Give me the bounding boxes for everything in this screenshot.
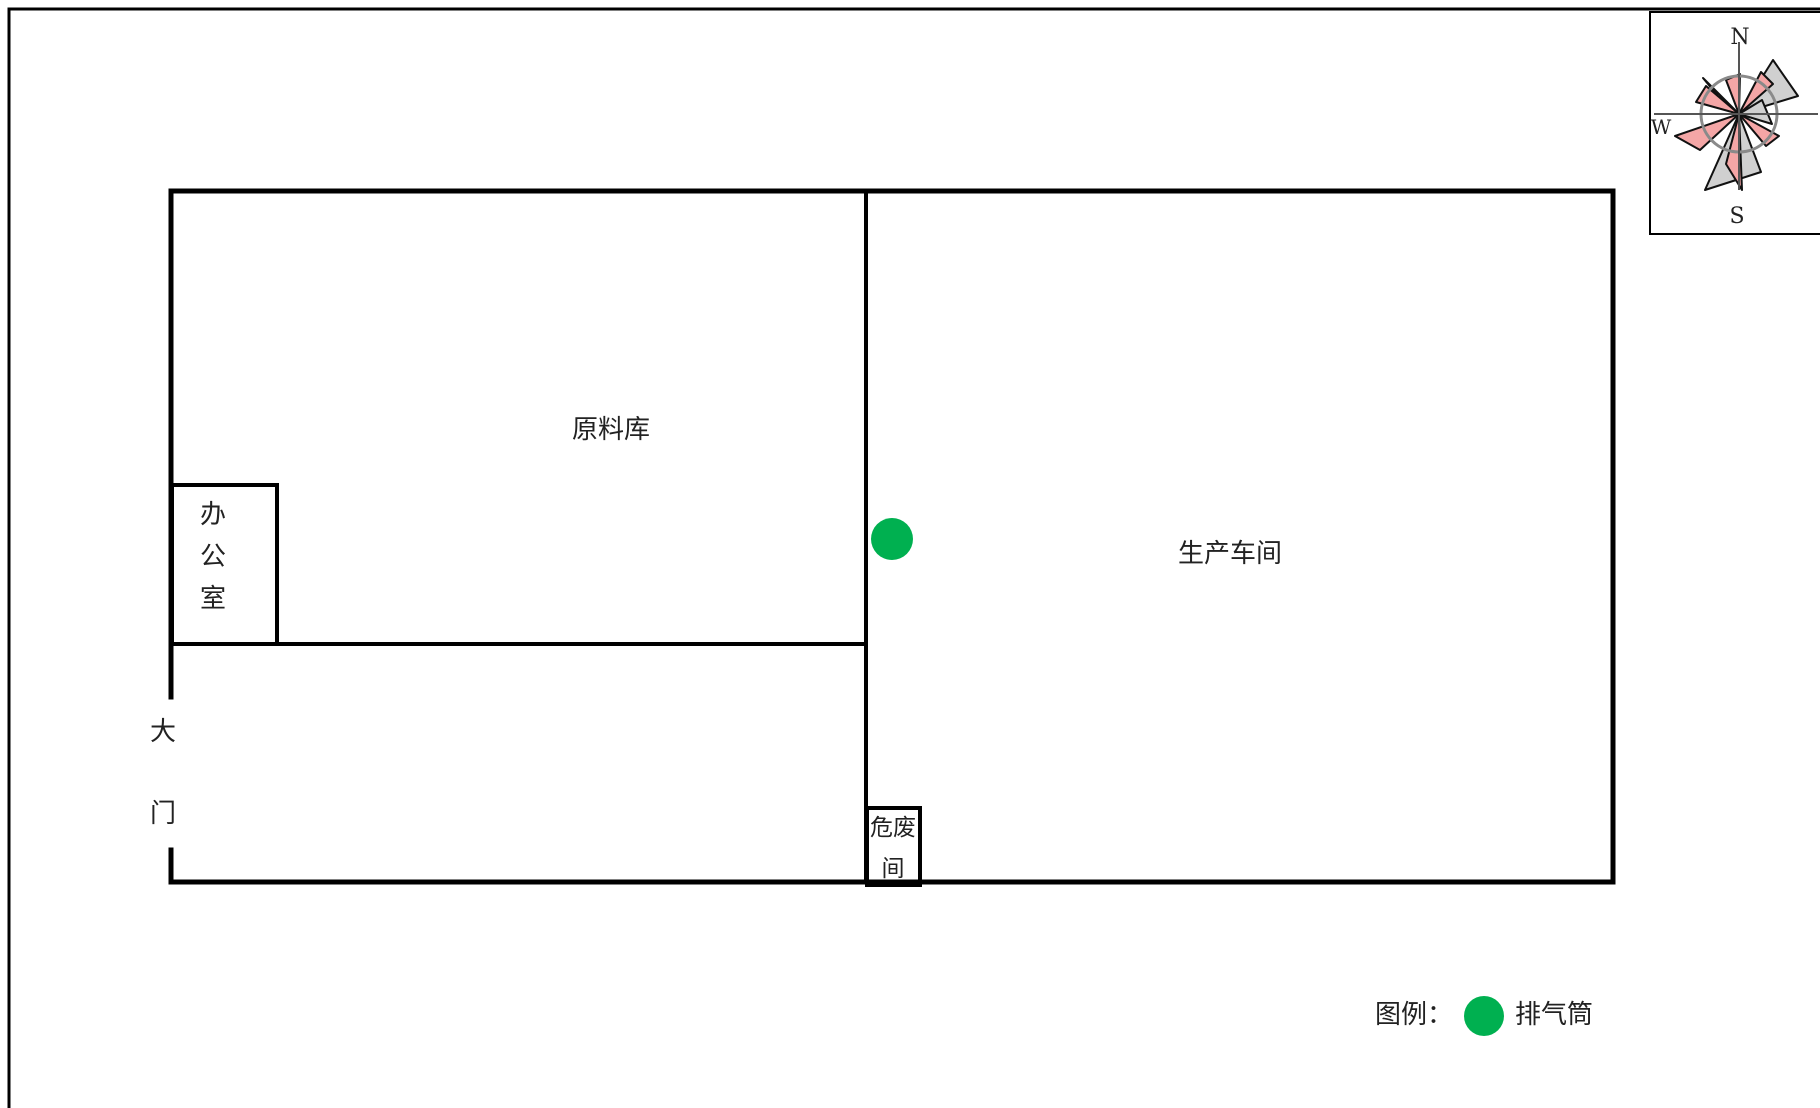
gate-label-char: 门 bbox=[150, 799, 176, 829]
wind-rose-petals bbox=[1674, 59, 1799, 191]
sheet-border bbox=[7, 7, 1820, 1108]
raw-material-store-label: 原料库 bbox=[572, 415, 650, 445]
office-room bbox=[170, 483, 279, 646]
compass-frame bbox=[1649, 11, 1820, 235]
outer-wall bbox=[168, 188, 1616, 885]
wind-rose-icon: N W S bbox=[1649, 11, 1820, 235]
hazardous-waste-label-line: 危废 bbox=[870, 815, 916, 841]
compass-west-label: W bbox=[1651, 115, 1672, 139]
gate-label-char: 大 bbox=[150, 717, 176, 747]
production-workshop-label: 生产车间 bbox=[1178, 539, 1282, 569]
office-label: 办 公 室 bbox=[200, 500, 226, 614]
gate-label: 大 门 bbox=[150, 717, 176, 829]
legend-title: 图例： bbox=[1375, 1000, 1453, 1030]
legend: 图例： 排气筒 bbox=[1375, 996, 1593, 1036]
exhaust-stack-marker bbox=[871, 518, 913, 560]
wind-rose-petal bbox=[1738, 71, 1774, 115]
compass-south-label: S bbox=[1729, 204, 1744, 229]
legend-exhaust-stack-icon bbox=[1464, 996, 1504, 1036]
building-walls bbox=[168, 188, 1616, 887]
hazardous-waste-room-label: 危废 间 bbox=[870, 815, 916, 882]
legend-exhaust-stack-label: 排气筒 bbox=[1515, 1000, 1593, 1030]
compass-north-label: N bbox=[1730, 25, 1749, 50]
office-label-char: 公 bbox=[200, 542, 226, 572]
hazardous-waste-room bbox=[865, 806, 922, 887]
office-label-char: 办 bbox=[200, 500, 226, 530]
wind-rose-petal bbox=[1738, 99, 1773, 125]
hazardous-waste-label-line: 间 bbox=[882, 856, 905, 882]
office-label-char: 室 bbox=[200, 584, 226, 614]
